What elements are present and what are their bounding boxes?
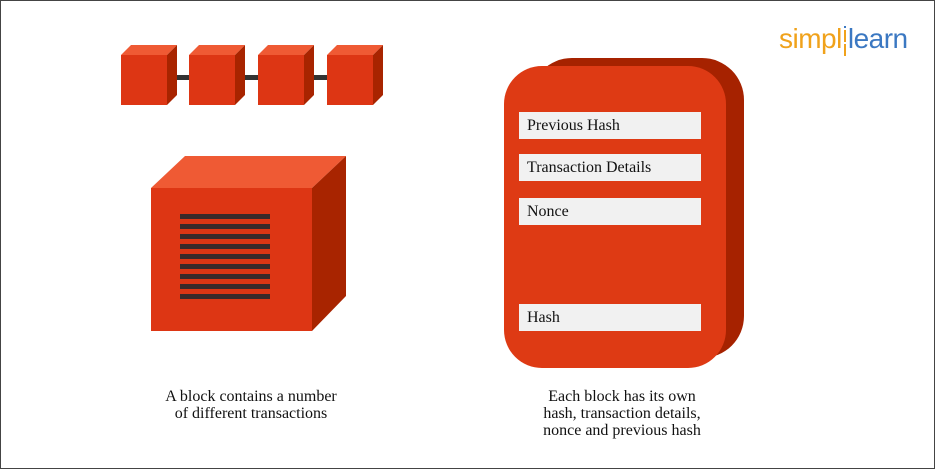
previous-hash-field: Previous Hash [519,112,701,139]
logo-text-part1: simpl [779,23,842,54]
large-block-cube-icon [151,156,346,331]
logo-text-part2: learn [847,23,908,54]
block-caption: A block contains a number of different t… [121,388,381,422]
block-caption-line-1: A block contains a number [165,388,337,405]
small-block-3 [258,45,314,105]
transaction-stripes [180,214,270,299]
logo-mark-icon [842,26,848,56]
transaction-details-field: Transaction Details [519,154,701,181]
blockchain-chain-illustration [121,45,383,105]
small-block-1 [121,45,177,105]
nonce-field: Nonce [519,198,701,225]
chain-link-line [139,75,374,80]
structure-caption: Each block has its own hash, transaction… [507,388,737,439]
hash-field: Hash [519,304,701,331]
structure-caption-line-2: hash, transaction details, [543,405,701,422]
block-caption-line-2: of different transactions [174,405,328,422]
small-block-4 [327,45,383,105]
small-block-2 [189,45,245,105]
structure-caption-line-3: nonce and previous hash [543,422,701,439]
structure-caption-line-1: Each block has its own [548,388,696,405]
